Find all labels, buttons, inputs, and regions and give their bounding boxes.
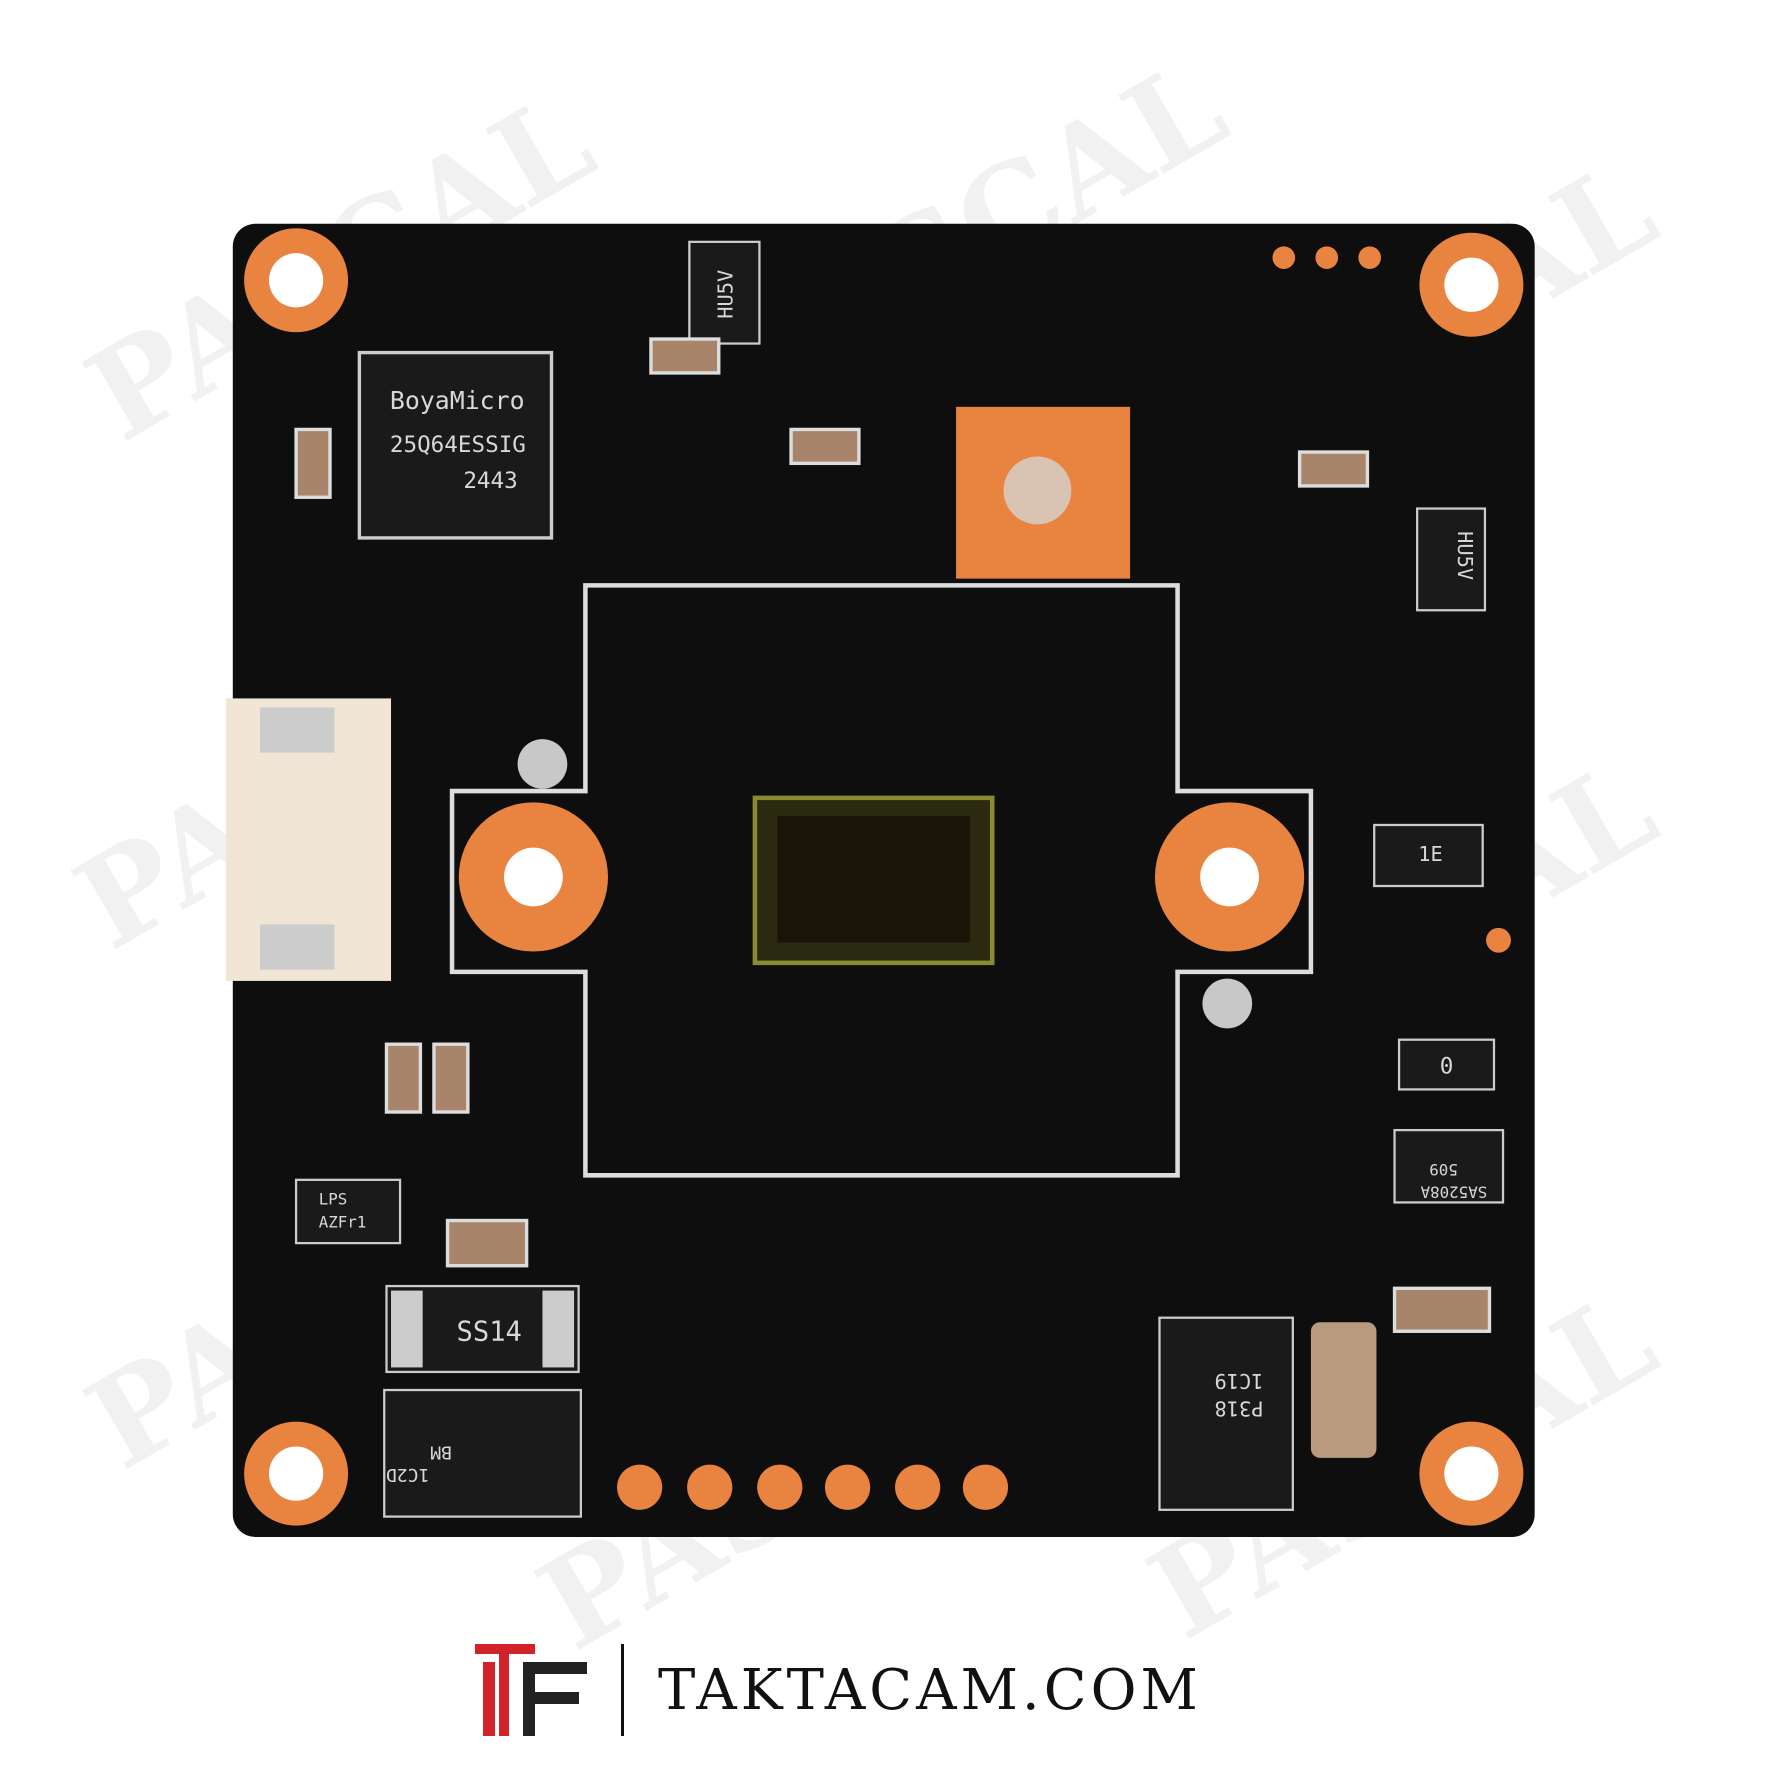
svg-text:LPS: LPS: [319, 1190, 348, 1209]
crystal: [517, 739, 568, 789]
svg-text:1E: 1E: [1418, 842, 1442, 866]
sensor-outline: [449, 583, 1314, 1178]
connector: [226, 698, 392, 981]
svg-text:HU5V: HU5V: [713, 270, 737, 319]
website-text: TAKTACAM.COM: [658, 1657, 1202, 1723]
crystal: [1202, 978, 1253, 1029]
chip-left: LPS AZFr1: [294, 1178, 402, 1245]
regulator-right: HU5V: [1416, 507, 1487, 612]
svg-text:P318: P318: [1214, 1396, 1263, 1420]
diode-bottom: BM 1C2D: [383, 1388, 583, 1518]
svg-text:SS14: SS14: [457, 1316, 522, 1347]
svg-text:BM: BM: [430, 1442, 452, 1463]
diode-ss14: SS14: [385, 1284, 580, 1374]
diode-right: P318 1C19: [1158, 1316, 1377, 1511]
svg-text:2443: 2443: [463, 468, 517, 494]
svg-text:25Q64ESSIG: 25Q64ESSIG: [390, 432, 526, 458]
passive-components: [294, 337, 1492, 1333]
svg-text:509: 509: [1429, 1160, 1458, 1179]
divider: [621, 1644, 624, 1736]
flash-chip: BoyaMicro 25Q64ESSIG 2443: [357, 350, 554, 540]
svg-text:1C19: 1C19: [1214, 1369, 1263, 1393]
svg-text:0: 0: [1440, 1054, 1454, 1080]
taktacam-logo-icon: [475, 1644, 587, 1736]
svg-text:SA5208A: SA5208A: [1420, 1183, 1487, 1202]
transistor: 1E: [1373, 823, 1484, 888]
svg-text:HU5V: HU5V: [1453, 531, 1477, 580]
resistor-zero: 0: [1397, 1038, 1496, 1091]
svg-text:1C2D: 1C2D: [386, 1464, 430, 1485]
svg-text:AZFr1: AZFr1: [319, 1212, 367, 1231]
regulator-top: HU5V: [688, 240, 761, 345]
header-pads: [617, 246, 1511, 1510]
svg-text:BoyaMicro: BoyaMicro: [390, 386, 525, 415]
hole-centers: [268, 253, 1499, 1501]
chip-right: SA5208A 509: [1393, 1128, 1505, 1204]
brand-footer: TAKTACAM.COM: [475, 1640, 1202, 1740]
